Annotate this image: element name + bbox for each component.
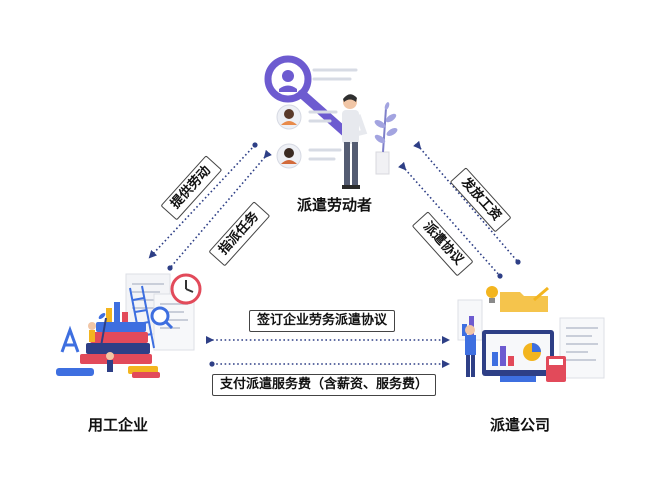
employer-illustration [56, 273, 202, 378]
agency-illustration [457, 286, 605, 382]
worker-illustration [264, 55, 398, 189]
edge-label-pay-fees: 支付派遣服务费（含薪资、服务费） [212, 374, 437, 396]
node-employer-label: 用工企业 [88, 416, 149, 434]
edge-label-sign-agreement: 签订企业劳务派遣协议 [249, 310, 396, 332]
arrow-dispatch-agreement [398, 161, 503, 279]
node-agency-label: 派遣公司 [490, 416, 551, 434]
node-worker-label: 派遣劳动者 [297, 196, 373, 214]
